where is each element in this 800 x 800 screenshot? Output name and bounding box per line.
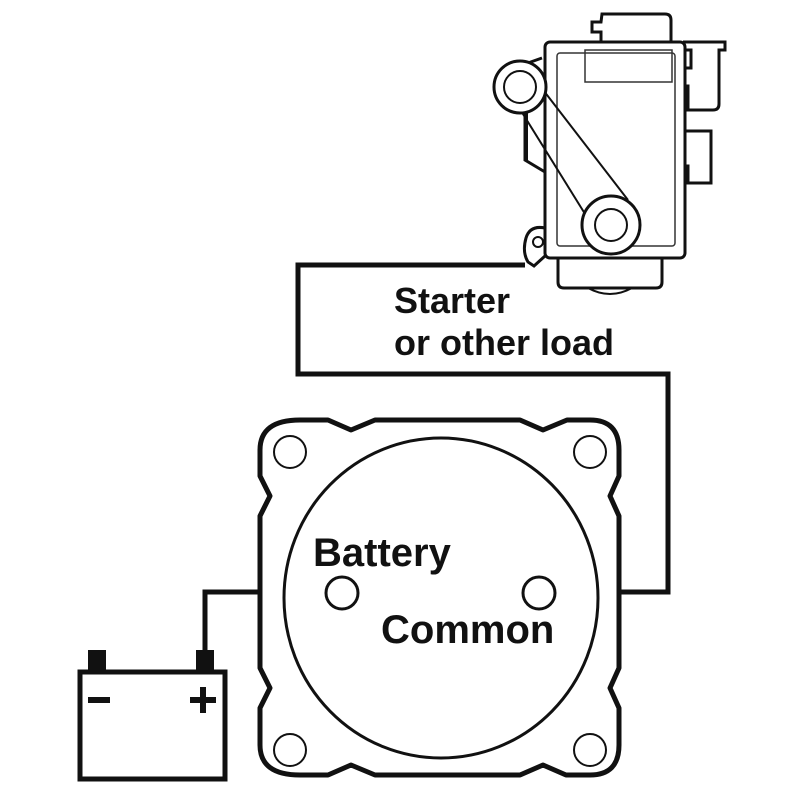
starter-label-plate (584, 49, 673, 83)
battery-terminal (324, 575, 360, 611)
lower-pulley-inner (594, 208, 628, 242)
mounting-hole-bottom-right (573, 733, 607, 767)
mounting-hole-top-left (273, 435, 307, 469)
common-terminal-label: Common (381, 608, 554, 652)
switch-dial (282, 436, 600, 760)
battery-switch: Battery Common (257, 417, 622, 778)
battery-negative-symbol (88, 697, 110, 703)
battery-positive-symbol-v (200, 687, 206, 713)
wire-common-to-starter (295, 262, 671, 595)
battery-negative-post (88, 650, 106, 670)
upper-pulley-outer (492, 59, 548, 115)
mounting-hole-top-right (573, 435, 607, 469)
lower-pulley-outer (580, 194, 642, 256)
starter-top-cap (590, 12, 673, 44)
starter-terminal-lug (522, 226, 547, 268)
common-terminal (521, 575, 557, 611)
battery-positive-post (196, 650, 214, 670)
starter-bracket-upper (683, 40, 727, 112)
mounting-hole-bottom-left (273, 733, 307, 767)
upper-pulley-inner (503, 70, 537, 104)
switch-body-outline (257, 417, 622, 778)
starter-bracket-lower (683, 129, 713, 185)
battery (77, 650, 228, 782)
belt-right-line (536, 81, 629, 201)
starter-bottom-dome (587, 287, 633, 295)
battery-terminal-label: Battery (313, 531, 452, 575)
starter-terminal-hole (532, 236, 544, 248)
starter-label-line1: Starter (394, 280, 510, 321)
starter-label-line2: or other load (394, 322, 614, 363)
starter-bottom-housing (556, 258, 664, 290)
starter-motor (492, 12, 727, 295)
